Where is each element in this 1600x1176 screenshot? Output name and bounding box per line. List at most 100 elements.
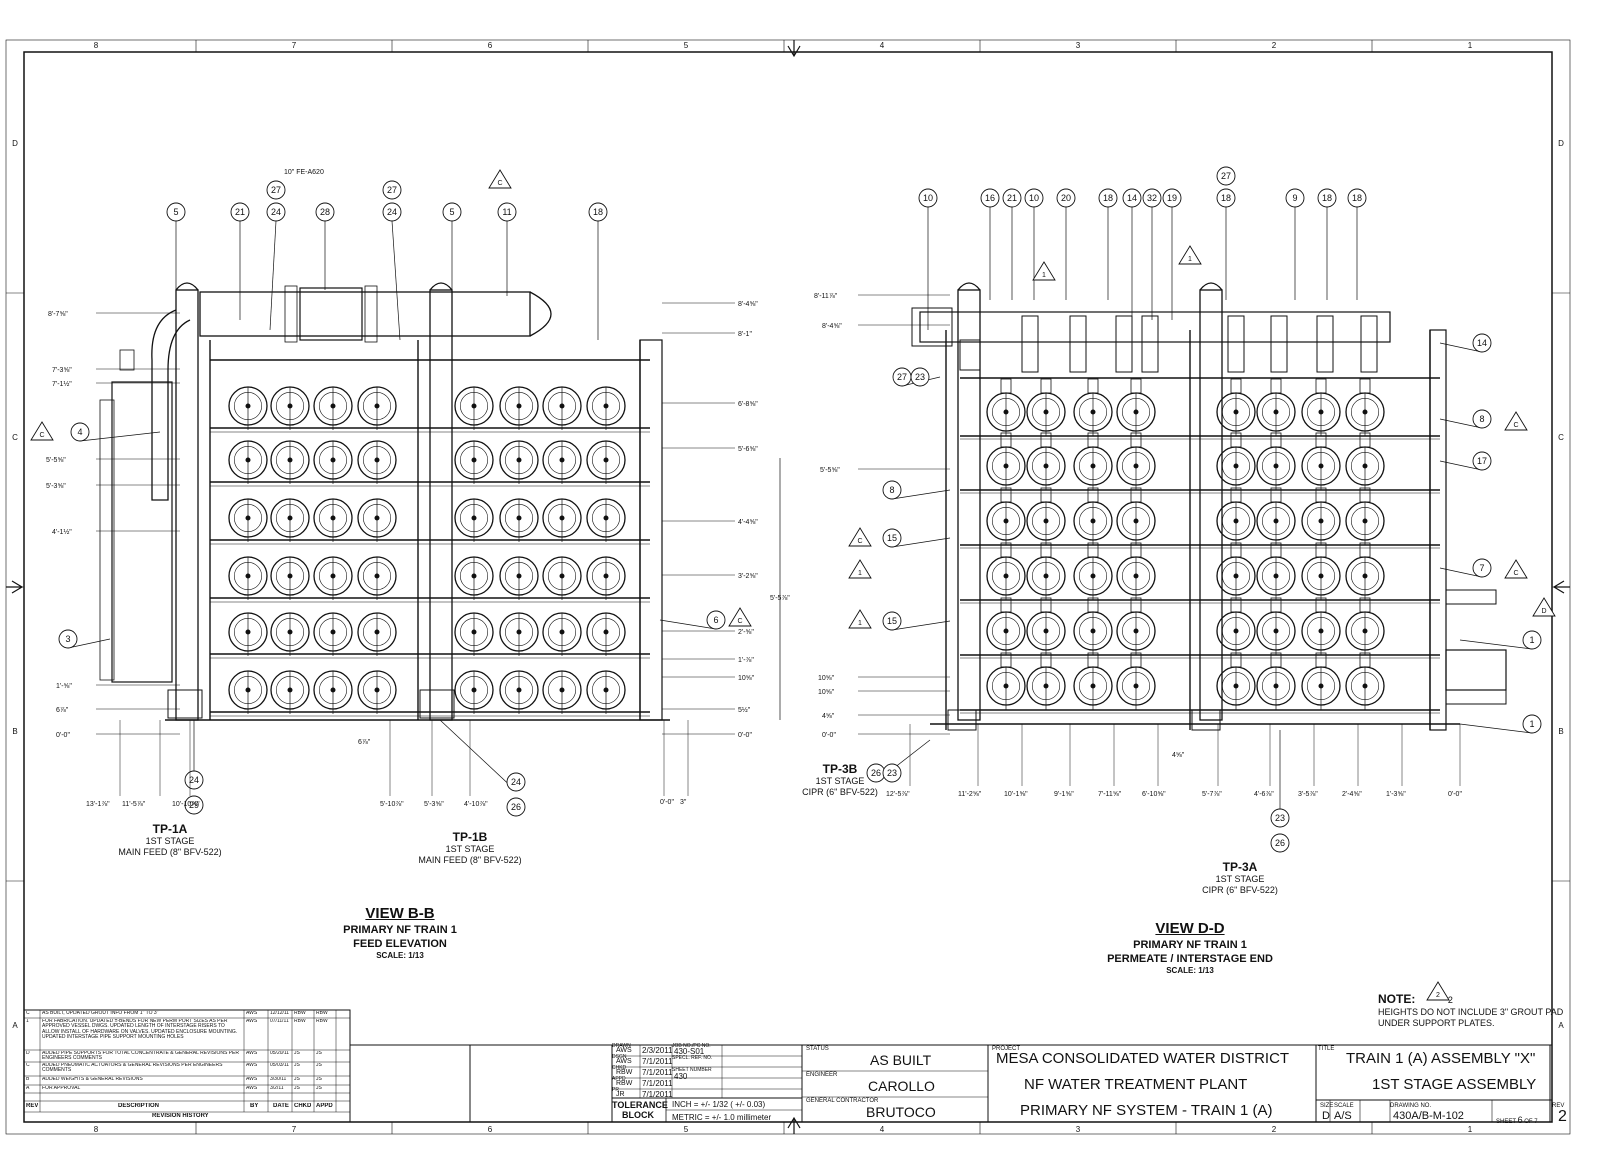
dimension-text: 6'-10⅝" — [1142, 791, 1166, 798]
permeate-riser — [1040, 432, 1052, 448]
grid-column-label: 7 — [292, 41, 297, 50]
permeate-riser — [1270, 652, 1282, 668]
callout-circle — [1216, 166, 1236, 186]
project-line-2: NF WATER TREATMENT PLANT — [1024, 1076, 1248, 1093]
callout: 24 — [184, 720, 204, 790]
revision-cell-chkd: JS — [294, 1077, 300, 1082]
callout-circle — [506, 797, 526, 817]
grid-column-label: 6 — [488, 1125, 493, 1134]
dimension-text: 2'-4⅝" — [1342, 791, 1362, 798]
pipe-flange — [299, 287, 363, 341]
callout-leader — [67, 638, 111, 649]
permeate-riser — [1040, 378, 1052, 394]
callout: 26 — [1270, 833, 1290, 853]
revision-header-by: BY — [250, 1103, 259, 1109]
revision-cell-desc: ADDED PIPE SUPPORTS FOR TOTAL CONCENTRAT… — [42, 1051, 239, 1062]
grid-column-label: 1 — [1468, 41, 1473, 50]
callout-circle — [882, 763, 902, 783]
callout-circle — [230, 202, 250, 222]
callout-circle — [1472, 409, 1492, 429]
grid-row-label: C — [1558, 433, 1564, 442]
panel-valves — [99, 399, 115, 681]
end-column — [639, 339, 663, 721]
pipe-cap — [529, 291, 552, 337]
view-b-b-title: VIEW B-B PRIMARY NF TRAIN 1 FEED ELEVATI… — [320, 905, 480, 961]
permeate-riser — [1087, 487, 1099, 503]
callout-number: 21 — [1007, 193, 1017, 203]
callout-number: 20 — [1061, 193, 1071, 203]
rev-label: REV — [1552, 1103, 1565, 1109]
grid-column-label: 4 — [880, 1125, 885, 1134]
callout-circle — [1162, 188, 1182, 208]
revision-cell-chkd: RBW — [294, 1019, 306, 1024]
callout: 27 — [266, 180, 286, 200]
delta-triangle — [30, 421, 54, 441]
callout: 23 — [1270, 730, 1290, 828]
callout-circle — [1024, 188, 1044, 208]
callout-number: 18 — [1352, 193, 1362, 203]
revision-cell-rev: D — [26, 1051, 30, 1056]
dimension-text: 7'-11⅝" — [1098, 791, 1122, 798]
permeate-riser — [1087, 432, 1099, 448]
dimension-text: 11'-5⅞" — [122, 801, 146, 808]
revision-cell-date: 3/2/11 — [270, 1086, 284, 1091]
revision-cell-rev: C — [26, 1063, 30, 1068]
tap-point-stage: 1ST STAGE — [1215, 874, 1265, 885]
callout-leader — [269, 220, 277, 331]
callout-circle — [588, 202, 608, 222]
delta-triangle — [848, 527, 872, 547]
permeate-riser — [1315, 597, 1327, 613]
callout: 18 — [1317, 188, 1337, 300]
callout: 11 — [497, 202, 517, 296]
callout-circle — [1522, 714, 1542, 734]
callout: 7 — [1439, 558, 1492, 578]
grid-column-label: 3 — [1076, 1125, 1081, 1134]
permeate-riser — [1087, 652, 1099, 668]
revision-cell-chkd: JS — [294, 1063, 300, 1068]
callout-number: 15 — [887, 533, 897, 543]
permeate-riser — [1315, 487, 1327, 503]
callout: 8 — [882, 480, 951, 500]
revision-delta: C — [728, 607, 752, 627]
grid-column-label: 1 — [1468, 1125, 1473, 1134]
callout-number: 24 — [189, 775, 199, 785]
permeate-riser — [1087, 378, 1099, 394]
permeate-riser — [1315, 652, 1327, 668]
callout-number: 7 — [1479, 563, 1484, 573]
tap-point-stage: 1ST STAGE — [145, 836, 195, 847]
dimension-text: 10⅝" — [818, 675, 835, 682]
callout: 18 — [1216, 188, 1236, 300]
permeate-riser — [1230, 597, 1242, 613]
callout: 3 — [58, 629, 111, 649]
revision-delta: 1 — [1032, 261, 1056, 281]
callout: 8 — [1439, 409, 1492, 429]
callout-number: 1 — [1529, 635, 1534, 645]
center-arrow-top — [787, 40, 801, 58]
revision-cell-by: AWS — [246, 1086, 258, 1091]
callout: 17 — [1439, 451, 1492, 471]
callout-leader — [439, 719, 517, 792]
callout-circle — [1056, 188, 1076, 208]
dimension-text: 1'-⅝" — [56, 683, 72, 690]
permeate-riser — [1270, 597, 1282, 613]
sheet-frame — [5, 39, 1571, 1135]
dimension-text: 10⅝" — [818, 689, 835, 696]
grid-column-label: 8 — [94, 41, 99, 50]
delta-label: C — [39, 432, 44, 439]
revision-delta: C — [488, 169, 512, 189]
drawn-date: 7/1/2011 — [642, 1057, 673, 1066]
general-note: NOTE: 2 HEIGHTS DO NOT INCLUDE 3" GROUT … — [1378, 992, 1578, 1030]
tap-point-stage: 1ST STAGE — [815, 776, 865, 787]
sheet-total: 7 — [1534, 1119, 1538, 1125]
revision-cell-rev: C — [26, 1011, 30, 1016]
callout-number: 14 — [1477, 338, 1487, 348]
revision-header-rev: REV — [26, 1103, 39, 1109]
grid-column-label: 4 — [880, 41, 885, 50]
callout-number: 15 — [887, 616, 897, 626]
callout-circle — [1216, 188, 1236, 208]
view-b-b-drawing — [99, 282, 781, 721]
revision-cell-by: AWS — [246, 1011, 258, 1016]
callout-circle — [1472, 333, 1492, 353]
sheet-number: 6 — [1517, 1115, 1523, 1125]
